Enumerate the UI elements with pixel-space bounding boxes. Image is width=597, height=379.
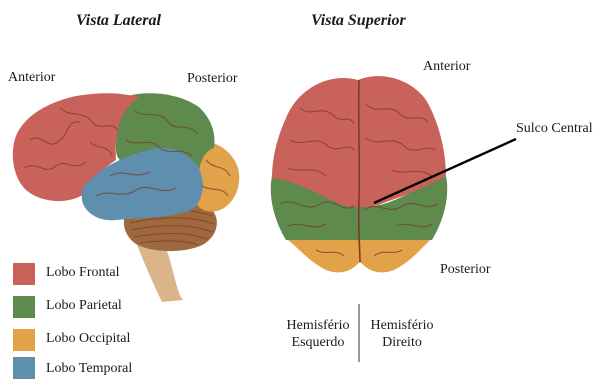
- sulco-central-label: Sulco Central: [516, 121, 593, 137]
- lateral-anterior-label: Anterior: [8, 70, 55, 86]
- hemisphere-right-label-line2: Direito: [366, 335, 438, 351]
- legend-swatch-parietal: [13, 296, 35, 318]
- legend-label-temporal: Lobo Temporal: [46, 361, 132, 377]
- hemisphere-left-label-line2: Esquerdo: [283, 335, 353, 351]
- legend-label-frontal: Lobo Frontal: [46, 265, 120, 281]
- legend-label-parietal: Lobo Parietal: [46, 298, 122, 314]
- legend-swatch-temporal: [13, 357, 35, 379]
- legend-swatch-frontal: [13, 263, 35, 285]
- superior-posterior-label: Posterior: [440, 262, 491, 278]
- superior-anterior-label: Anterior: [423, 59, 470, 75]
- hemisphere-right-label-line1: Hemisfério: [366, 318, 438, 334]
- hemisphere-left-label-line1: Hemisfério: [283, 318, 353, 334]
- lateral-posterior-label: Posterior: [187, 71, 238, 87]
- legend-label-occipital: Lobo Occipital: [46, 331, 130, 347]
- legend-swatch-occipital: [13, 329, 35, 351]
